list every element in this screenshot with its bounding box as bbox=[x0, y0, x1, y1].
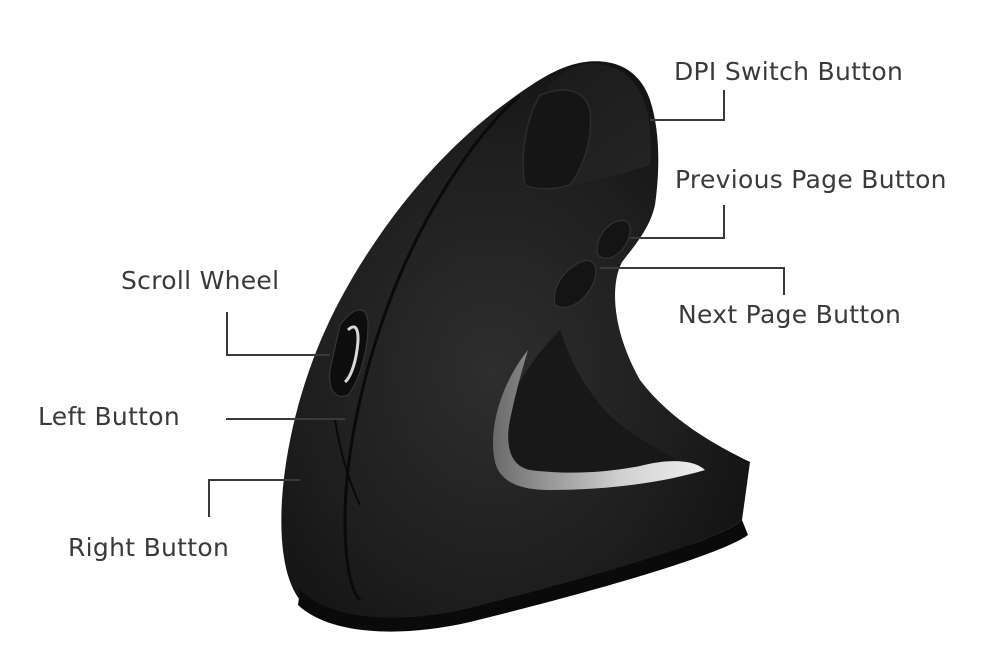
next-page-side-button[interactable] bbox=[553, 260, 597, 308]
leader-right bbox=[208, 479, 300, 517]
button-divider bbox=[334, 419, 361, 506]
label-right-button: Right Button bbox=[68, 533, 230, 562]
leader-lines bbox=[208, 90, 785, 517]
thumb-rest bbox=[493, 330, 690, 482]
dpi-button[interactable] bbox=[522, 89, 592, 190]
label-previous-page-button: Previous Page Button bbox=[675, 165, 947, 194]
leader-previous bbox=[630, 205, 725, 239]
label-left-button: Left Button bbox=[38, 402, 181, 431]
leader-scroll bbox=[226, 312, 330, 356]
leader-dpi bbox=[650, 90, 725, 121]
previous-page-side-button[interactable] bbox=[596, 219, 631, 259]
label-dpi-switch-button: DPI Switch Button bbox=[674, 57, 904, 86]
leader-next bbox=[600, 267, 785, 295]
button-seam bbox=[343, 93, 522, 602]
silver-trim bbox=[493, 350, 705, 490]
mouse-base bbox=[298, 520, 748, 632]
label-scroll-wheel: Scroll Wheel bbox=[121, 266, 280, 295]
label-next-page-button: Next Page Button bbox=[678, 300, 902, 329]
scroll-wheel[interactable] bbox=[329, 309, 369, 397]
